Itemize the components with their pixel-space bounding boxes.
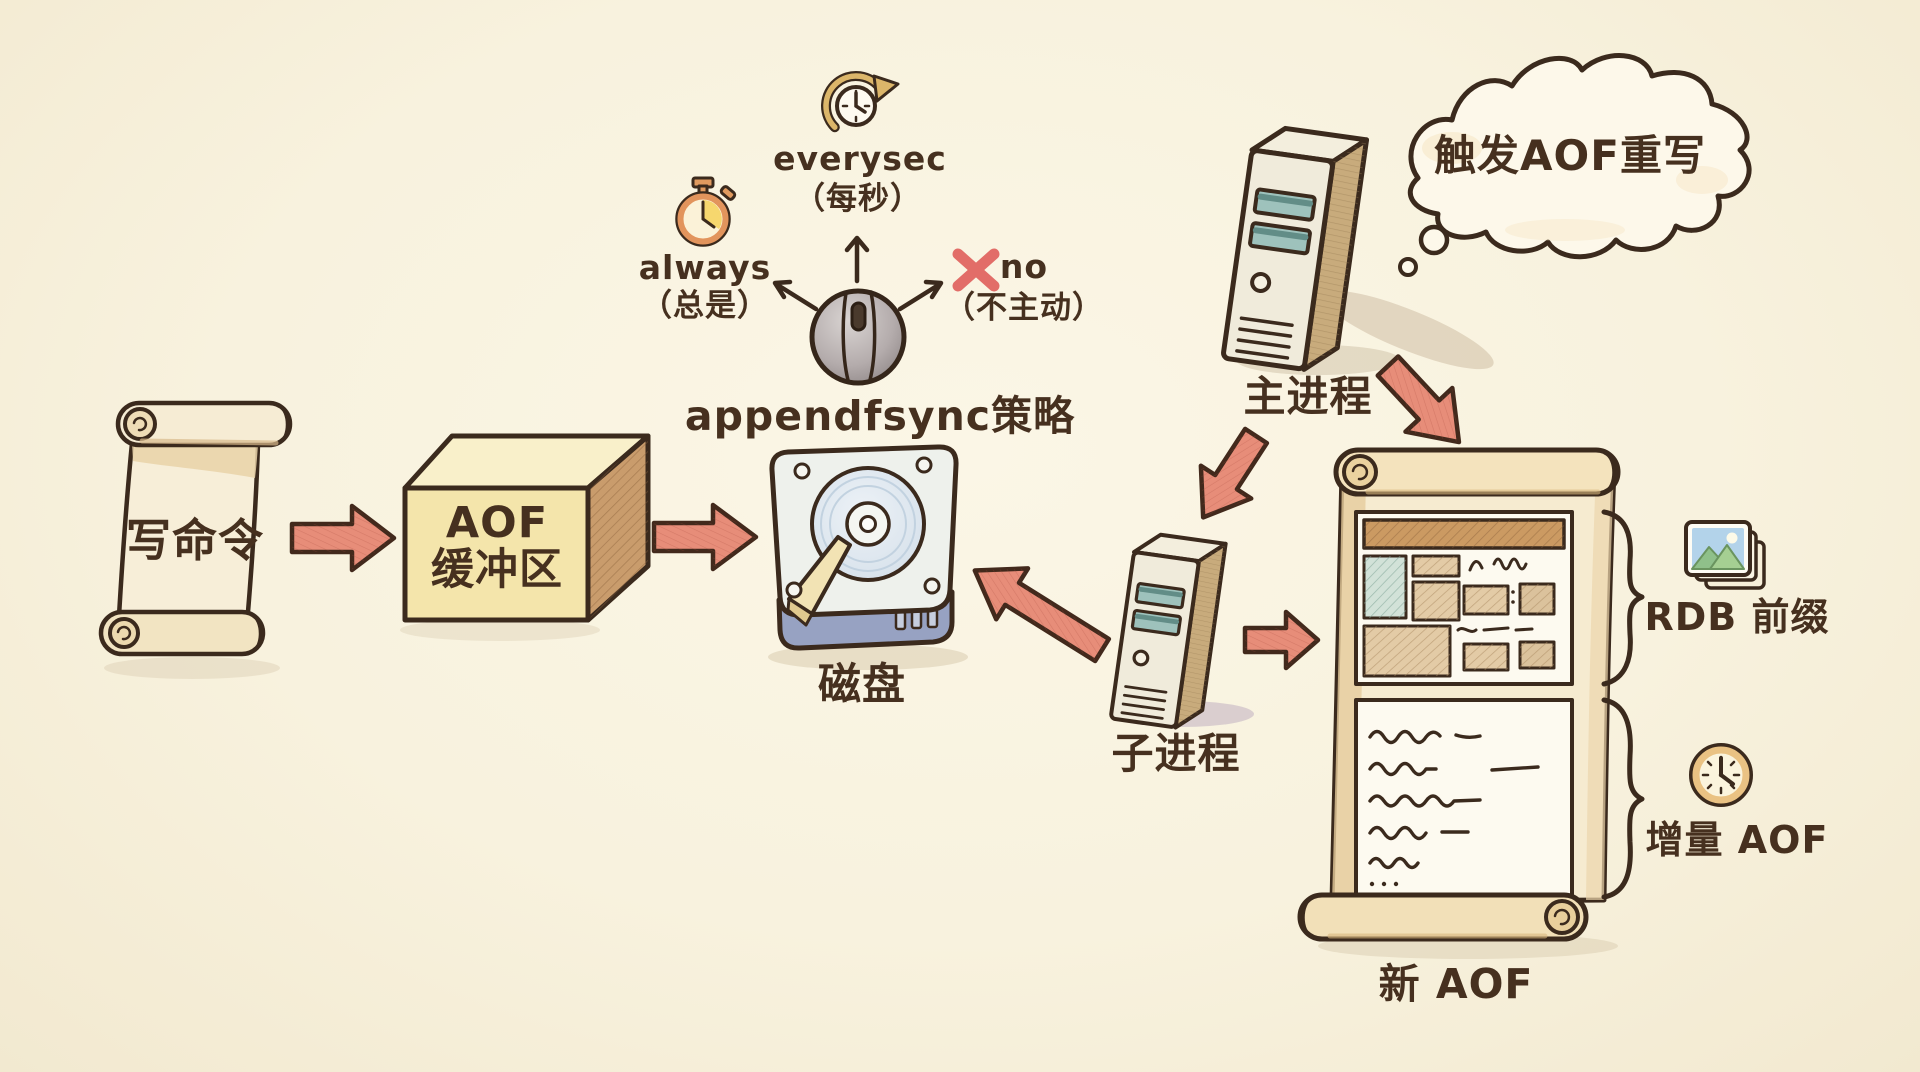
- incremental-aof-label: 增量 AOF: [1645, 818, 1829, 862]
- rdb-prefix-panel: [1354, 510, 1574, 686]
- rdb-prefix-label: RDB 前缀: [1644, 595, 1830, 639]
- stopwatch-icon: [675, 176, 737, 247]
- child-process-label: 子进程: [1111, 729, 1241, 778]
- aof-buffer-label: AOF 缓冲区: [431, 498, 563, 596]
- aof-buffer-box: [402, 433, 651, 623]
- arrow-child-to-disk: [972, 566, 1112, 664]
- fsync-option-arrows: [772, 235, 944, 312]
- incremental-section-brace: [1601, 697, 1645, 900]
- disk-label: 磁盘: [818, 660, 906, 710]
- rdb-section-brace: [1601, 509, 1645, 687]
- fsync-option-everysec-sub: （每秒）: [794, 181, 922, 217]
- arrow-write-to-buffer: [289, 503, 397, 573]
- thought-bubble-text: 触发AOF重写: [1434, 131, 1706, 180]
- new-aof-label: 新 AOF: [1378, 960, 1534, 1008]
- clock-icon: [1689, 743, 1753, 807]
- main-process-label: 主进程: [1243, 372, 1373, 421]
- disk-drive: [769, 444, 959, 651]
- fsync-knob: [809, 288, 907, 386]
- photos-icon: [1684, 520, 1766, 590]
- fsync-option-everysec: everysec: [773, 139, 947, 178]
- new-aof-scroll: [1297, 447, 1621, 942]
- thought-bubble: [1398, 53, 1752, 277]
- write-command-label: 写命令: [125, 514, 265, 567]
- arrow-main-to-newaof: [1375, 354, 1462, 445]
- arrow-buffer-to-disk: [651, 502, 759, 572]
- refresh-clock-icon: [821, 71, 900, 133]
- arrow-child-to-newaof: [1242, 609, 1321, 671]
- fsync-option-always: always: [638, 248, 772, 287]
- arrow-main-to-child: [1198, 426, 1270, 520]
- incremental-aof-panel: [1354, 698, 1574, 898]
- fsync-policy-title: appendfsync策略: [684, 392, 1076, 440]
- fsync-option-no-sub: （不主动）: [944, 290, 1104, 326]
- red-cross-icon: [952, 248, 1000, 292]
- write-command-scroll: [98, 400, 293, 657]
- aof-buffer-label-line1: AOF: [445, 498, 549, 548]
- main-process-server: [1223, 124, 1367, 373]
- fsync-option-always-sub: （总是）: [641, 288, 769, 324]
- fsync-option-no: no: [999, 247, 1049, 286]
- aof-buffer-label-line2: 缓冲区: [431, 545, 563, 596]
- child-process-server: [1111, 531, 1226, 730]
